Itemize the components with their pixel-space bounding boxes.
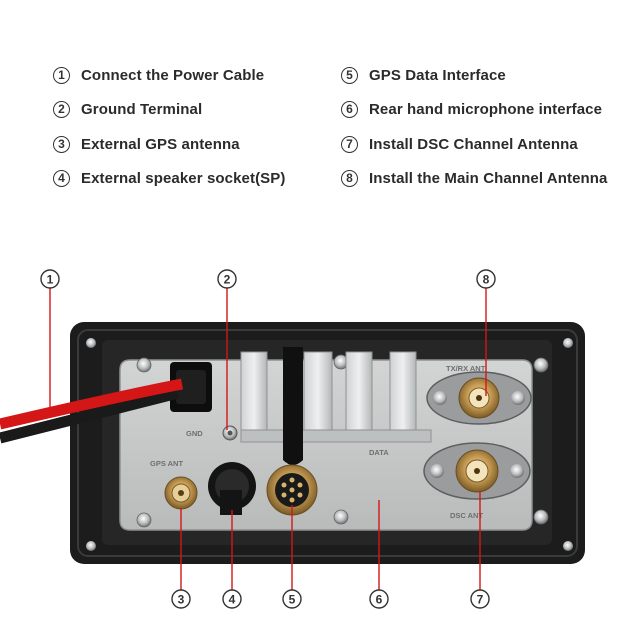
legend-item-5: 5 GPS Data Interface [341, 64, 506, 86]
callout-2-number: 2 [224, 273, 231, 287]
legend-item-1: 1 Connect the Power Cable [53, 64, 264, 86]
callout-6: 6 [369, 589, 389, 609]
screw-icon [533, 357, 549, 373]
gps-antenna-connector [164, 476, 198, 510]
callout-3-number: 3 [178, 593, 185, 607]
legend-number-6: 6 [341, 100, 358, 118]
legend-number-2: 2 [53, 100, 70, 118]
dsc-ant-label: DSC ANT [450, 511, 483, 520]
callout-5: 5 [282, 589, 302, 609]
callout-1-number: 1 [47, 273, 54, 287]
legend-label-2: Ground Terminal [81, 100, 203, 118]
callout-7-number: 7 [477, 593, 484, 607]
legend-number-3: 3 [53, 135, 70, 153]
power-cable-grommet [170, 362, 212, 412]
screw-icon [563, 541, 573, 551]
main-antenna-connector [426, 371, 532, 425]
screw-icon [136, 357, 152, 373]
gps-ant-label: GPS ANT [150, 459, 183, 468]
dsc-antenna-connector [423, 442, 531, 500]
legend-number-8: 8 [341, 169, 358, 187]
plate-screws [136, 354, 549, 528]
screw-icon [563, 338, 573, 348]
callout-8-number: 8 [483, 273, 490, 287]
legend-item-8: 8 Install the Main Channel Antenna [341, 167, 608, 189]
legend-label-8: Install the Main Channel Antenna [369, 169, 608, 187]
legend-item-3: 3 External GPS antenna [53, 133, 240, 155]
housing-screws [86, 338, 573, 551]
screw-icon [136, 512, 152, 528]
callout-4: 4 [222, 589, 242, 609]
callout-1: 1 [40, 269, 60, 289]
legend-number-7: 7 [341, 135, 358, 153]
screw-icon [86, 338, 96, 348]
tx-rx-ant-label: TX/RX ANT [446, 364, 486, 373]
legend-item-2: 2 Ground Terminal [53, 98, 202, 120]
legend-number-5: 5 [341, 66, 358, 84]
rubber-dust-cover [283, 347, 303, 465]
data-label: DATA [369, 448, 389, 457]
callout-leader-lines [49, 288, 487, 590]
callout-8: 8 [476, 269, 496, 289]
screw-icon [86, 541, 96, 551]
legend-item-4: 4 External speaker socket(SP) [53, 167, 285, 189]
speaker-socket [208, 462, 256, 515]
legend-label-4: External speaker socket(SP) [81, 169, 286, 187]
callout-5-number: 5 [289, 593, 296, 607]
legend-number-4: 4 [53, 169, 70, 187]
callout-2: 2 [217, 269, 237, 289]
legend-label-3: External GPS antenna [81, 135, 240, 153]
gnd-label: GND [186, 429, 203, 438]
legend-label-1: Connect the Power Cable [81, 66, 265, 84]
ground-terminal [222, 425, 238, 441]
legend-label-5: GPS Data Interface [369, 66, 506, 84]
callout-7: 7 [470, 589, 490, 609]
callout-4-number: 4 [229, 593, 236, 607]
callout-markers: 1 2 8 3 4 5 6 7 [40, 269, 496, 609]
legend: 1 Connect the Power Cable 2 Ground Termi… [0, 0, 640, 210]
legend-item-7: 7 Install DSC Channel Antenna [341, 133, 578, 155]
callout-6-number: 6 [376, 593, 383, 607]
legend-number-1: 1 [53, 66, 70, 84]
legend-label-7: Install DSC Channel Antenna [369, 135, 578, 153]
screw-icon [333, 509, 349, 525]
callout-3: 3 [171, 589, 191, 609]
screw-icon [533, 509, 549, 525]
power-cable [0, 378, 184, 444]
rear-panel-diagram: GND GPS ANT DATA TX/RX ANT DSC ANT 1 2 8 [0, 269, 585, 609]
legend-label-6: Rear hand microphone interface [369, 100, 603, 118]
legend-item-6: 6 Rear hand microphone interface [341, 98, 602, 120]
